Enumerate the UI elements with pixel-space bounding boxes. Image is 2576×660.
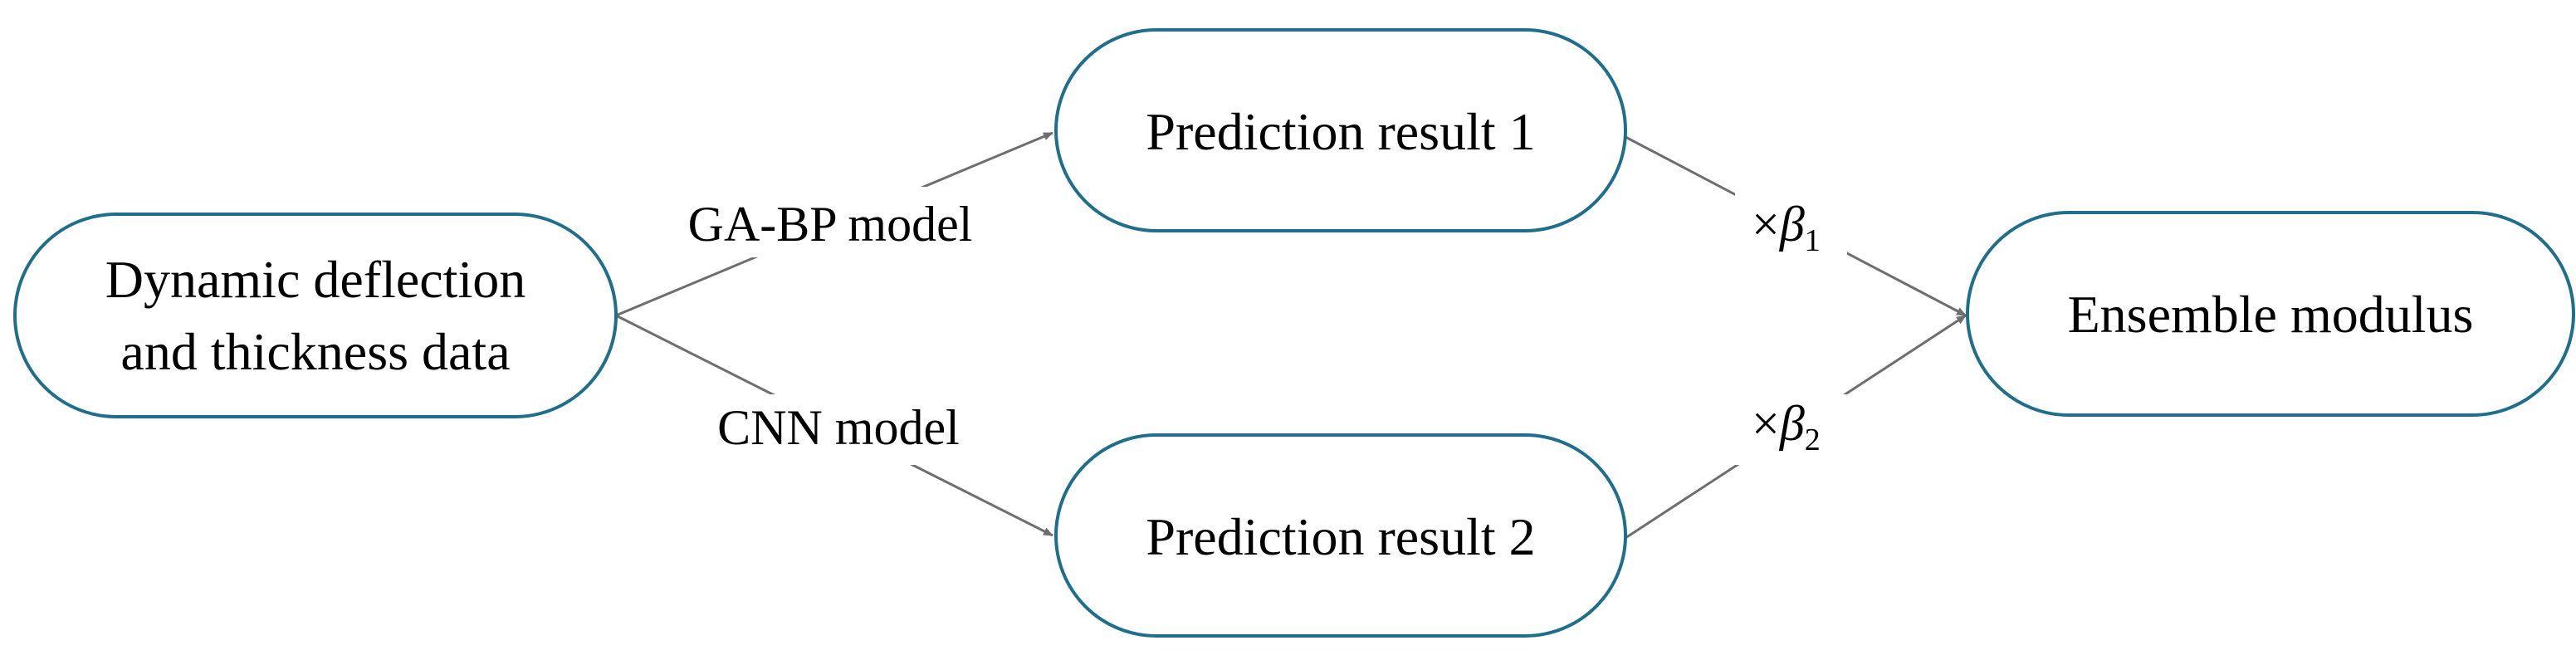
- edge-label-gabp: GA-BP model: [688, 197, 973, 252]
- weight2-times: ×: [1752, 396, 1780, 451]
- node-result2: Prediction result 2: [1054, 433, 1627, 638]
- edge-label-cnn: CNN model: [717, 400, 960, 455]
- weight1-times: ×: [1752, 197, 1780, 252]
- node-result1: Prediction result 1: [1054, 28, 1627, 232]
- node-input: Dynamic deflection and thickness data: [13, 213, 618, 418]
- weight1-beta: β: [1779, 197, 1805, 252]
- node-output-label: Ensemble modulus: [2068, 285, 2474, 344]
- edge-labels: GA-BP model CNN model ×β1 ×β2: [639, 187, 1847, 465]
- weight2-beta: β: [1779, 396, 1805, 451]
- edge-label-weight2: ×β2: [1752, 396, 1821, 457]
- edge-label-weight1: ×β1: [1752, 197, 1821, 258]
- weight2-subscript: 2: [1805, 423, 1821, 457]
- node-output: Ensemble modulus: [1966, 211, 2575, 417]
- node-result2-label: Prediction result 2: [1146, 507, 1535, 566]
- node-input-line2: and thickness data: [120, 322, 510, 381]
- node-input-line1: Dynamic deflection: [105, 250, 525, 309]
- node-result1-label: Prediction result 1: [1146, 102, 1535, 161]
- weight1-subscript: 1: [1805, 223, 1821, 258]
